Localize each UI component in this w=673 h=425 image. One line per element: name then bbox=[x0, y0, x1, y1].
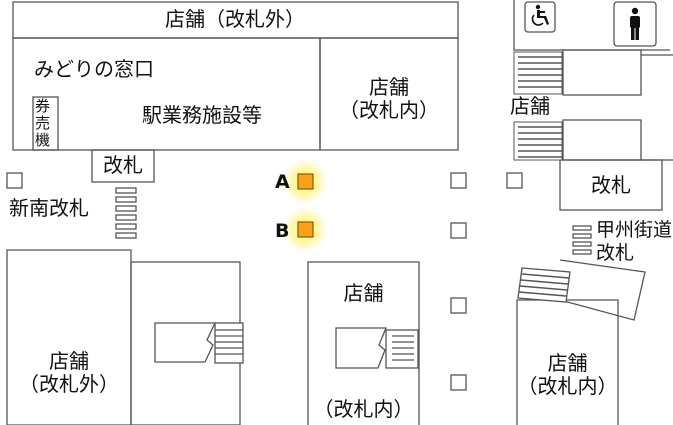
ticket-machine-char-2: 売 bbox=[35, 114, 51, 132]
ticket-machine-char-3: 機 bbox=[35, 131, 51, 149]
marker-a-label: A bbox=[275, 171, 290, 193]
shop-inside-top-line1: 店舗 bbox=[369, 75, 409, 99]
koshu-gate-line1: 甲州街道 bbox=[596, 219, 673, 241]
ticket-machine-char-1: 券 bbox=[35, 97, 51, 115]
accessible-toilet-sign bbox=[524, 1, 556, 33]
shop-bottom-left-label: 店舗 （改札外） bbox=[7, 350, 131, 396]
ticket-machine-box bbox=[32, 96, 59, 151]
shinminami-gate-label: 新南改札 bbox=[9, 196, 89, 220]
shop-bottom-mid-label-top: 店舗 bbox=[343, 281, 384, 305]
shop-inside-top-label: 店舗 （改札内） bbox=[322, 76, 456, 122]
ticket-machine-label: 券 売 機 bbox=[35, 98, 50, 149]
marker-b-label: B bbox=[275, 220, 290, 242]
mens-toilet-sign bbox=[613, 1, 657, 47]
station-office-label: 駅業務施設等 bbox=[142, 103, 262, 127]
shop-bottom-left bbox=[6, 249, 132, 425]
shop-right-label: 店舗 bbox=[510, 94, 550, 118]
accessible-toilet-icon bbox=[531, 4, 549, 26]
shop-bottom-right-line2: （改札内） bbox=[517, 374, 618, 398]
koshu-gate-line2: 改札 bbox=[596, 241, 635, 264]
shop-inside-top-block bbox=[319, 37, 459, 151]
office-block bbox=[12, 37, 321, 151]
shop-bottom-right-label: 店舗 （改札内） bbox=[517, 352, 618, 398]
marker-b bbox=[297, 221, 314, 238]
shop-bottom-left-line1: 店舗 bbox=[49, 349, 89, 373]
midori-window-label: みどりの窓口 bbox=[34, 57, 154, 81]
gate-left-label: 改札 bbox=[103, 153, 143, 177]
mens-toilet-icon bbox=[630, 7, 640, 40]
shop-inside-top-line2: （改札内） bbox=[339, 98, 439, 122]
gate-right-label: 改札 bbox=[591, 173, 631, 197]
shop-bottom-left-line2: （改札外） bbox=[19, 372, 119, 396]
marker-a bbox=[297, 173, 314, 190]
shop-bottom-right-line1: 店舗 bbox=[547, 351, 588, 375]
shop-top-label: 店舗（改札外） bbox=[165, 7, 305, 31]
gate-right-box bbox=[559, 159, 663, 211]
gate-left-box bbox=[91, 149, 155, 183]
koshu-gate-label: 甲州街道 改札 bbox=[596, 219, 672, 265]
shop-bottom-mid-label-bottom: （改札内） bbox=[313, 397, 414, 421]
